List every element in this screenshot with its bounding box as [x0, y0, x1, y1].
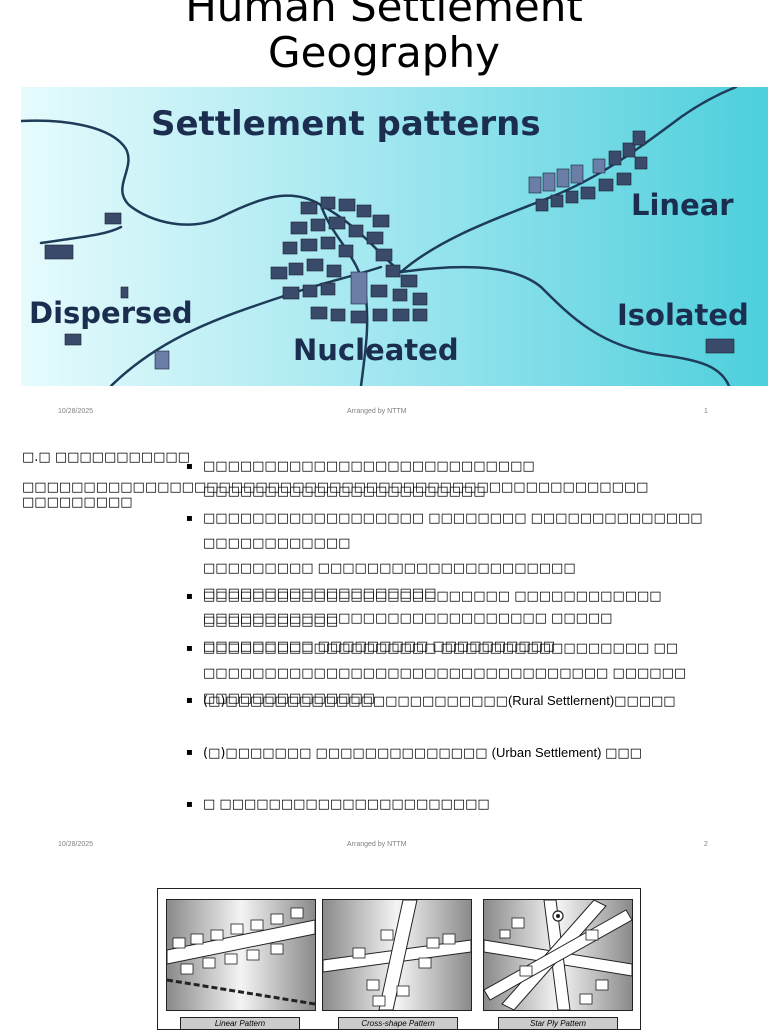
star-pattern-drawing	[484, 900, 632, 1010]
linear-pattern-drawing	[167, 900, 315, 1010]
bullet-3: ▪ □□□□□□□□□□□□□□□□□□□□□□□□□ □□□□□□□□□□□□…	[186, 584, 746, 659]
footer-center: Arranged by NTTM	[347, 408, 407, 415]
panel-cross-shape-pattern	[322, 899, 472, 1011]
urban-prefix: (□)□□□□□□□ □□□□□□□□□□□□□□	[203, 746, 492, 761]
bullet-1-wrap-line: □□□□□□□□□□□□□□□□□□□□□□□□□□□□□□□□□□□□□□□□…	[22, 480, 649, 510]
road-southwest	[109, 265, 383, 386]
bullet-marker: ▪	[186, 591, 193, 602]
panel-linear-pattern	[166, 899, 316, 1011]
footer-page-number: 1	[704, 408, 708, 415]
bullet-marker: ▪	[186, 461, 193, 472]
linear-houses	[528, 130, 648, 212]
settlement-map-svg: Settlement patterns Dispersed Nucleated …	[21, 87, 768, 386]
bullet-1-line-1: □□□□□□□□□□□□□□□□□□□□□□□□□□□ □□□□□□□□□□□□…	[203, 459, 535, 499]
bullet-4-line-2: □□□□□□□□□□□□□□□□□□□□□□□□□□□□□□□□□ □□□□□□…	[203, 666, 687, 706]
panel-star-pattern	[483, 899, 633, 1011]
bullet-2-line-3: □□□□□□□□□□□□□□□□□□□□□□□□□□□□ □□□□□	[203, 611, 613, 626]
footer-date: 10/28/2025	[58, 408, 94, 415]
bullet-marker: ▪	[186, 695, 193, 706]
bullet-marker: ▪	[186, 643, 193, 654]
bullet-3-line-2: □□□□□□□□□ □□□□□□□□□ □□□□□□□□□□	[203, 639, 556, 654]
bullet-marker: ▪	[186, 747, 193, 758]
map-labels: Settlement patterns Dispersed Nucleated …	[29, 104, 749, 367]
heading-settlement-patterns: Settlement patterns	[151, 104, 541, 144]
label-linear: Linear	[631, 188, 734, 222]
bullet-2-line-2: □□□□□□□□□ □□□□□□□□□□□□□□□□□□□□□ □□□□□□□□…	[203, 561, 576, 601]
title-line-1: Human Settlement	[185, 0, 583, 31]
nucleated-houses	[270, 196, 428, 324]
urban-suffix: □□□	[605, 746, 642, 761]
slide-title: Human Settlement Geography	[0, 0, 768, 76]
road-southeast	[399, 265, 731, 386]
bullet-2-line-1: □□□□□□□□□□□□□□□□□□ □□□□□□□□ □□□□□□□□□□□□…	[203, 511, 703, 551]
urban-latin-term: (Urban Settlement)	[491, 745, 606, 760]
bullet-7-line-1: □ □□□□□□□□□□□□□□□□□□□□□□	[203, 797, 490, 812]
slide2-lead-heading: □.□ □□□□□□□□□□□	[22, 450, 190, 465]
bullet-3-line-1: □□□□□□□□□□□□□□□□□□□□□□□□□ □□□□□□□□□□□□ □…	[203, 589, 662, 629]
bullet-7: ▪ □ □□□□□□□□□□□□□□□□□□□□□□	[186, 792, 746, 817]
bullet-2: ▪ □□□□□□□□□□□□□□□□□□ □□□□□□□□ □□□□□□□□□□…	[186, 506, 746, 631]
rural-latin-term: (Rural Settlernent)	[507, 693, 615, 708]
label-dispersed: Dispersed	[29, 296, 193, 330]
dispersed-houses	[44, 212, 735, 370]
footer-page-number: 2	[704, 841, 708, 848]
settlement-pattern-figure: Linear Pattern Cross-shape Pattern Star …	[157, 888, 641, 1030]
title-line-2: Geography	[268, 28, 500, 77]
footer-center: Arranged by NTTM	[347, 841, 407, 848]
road-west	[39, 225, 123, 245]
label-isolated: Isolated	[617, 298, 749, 332]
footer-date: 10/28/2025	[58, 841, 94, 848]
bullet-4-line-1: □□□□□□□□□□□□□□□□□□□ □□□□□□□□□□□□□□□□□ □□	[203, 641, 679, 656]
rural-suffix: □□□□□	[614, 694, 676, 709]
bullet-1: ▪ □□□□□□□□□□□□□□□□□□□□□□□□□□□ □□□□□□□□□□…	[186, 454, 746, 504]
bullet-urban-settlement: ▪ (□)□□□□□□□ □□□□□□□□□□□□□□ (Urban Settl…	[186, 740, 746, 766]
bullet-marker: ▪	[186, 513, 193, 524]
bullet-marker: ▪	[186, 799, 193, 810]
settlement-patterns-illustration: Settlement patterns Dispersed Nucleated …	[21, 87, 768, 386]
bullet-rural-settlement: ▪ (□)□□□□□□□□□□□□□□□□□□□□□□□(Rural Settl…	[186, 688, 746, 714]
bullet-4: ▪ □□□□□□□□□□□□□□□□□□□ □□□□□□□□□□□□□□□□□ …	[186, 636, 746, 711]
rural-prefix: (□)□□□□□□□□□□□□□□□□□□□□□□□	[203, 694, 508, 709]
cross-pattern-drawing	[323, 900, 471, 1010]
label-nucleated: Nucleated	[293, 333, 459, 367]
road-northwest	[21, 119, 323, 226]
